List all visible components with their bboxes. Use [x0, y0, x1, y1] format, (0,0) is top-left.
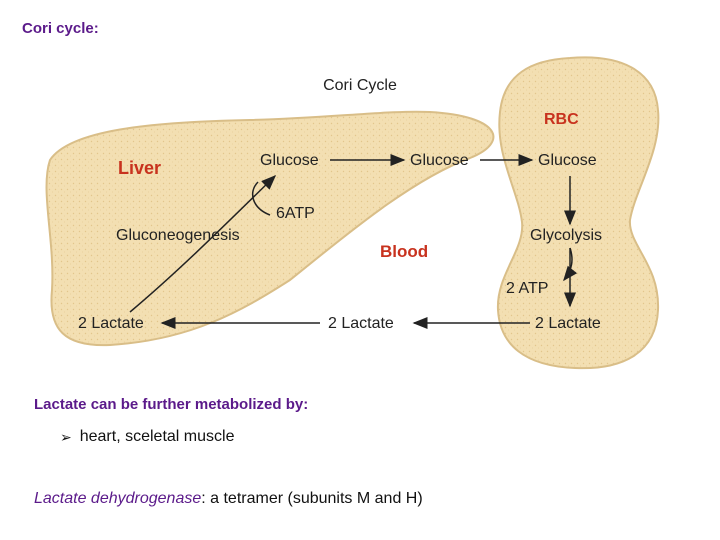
blood-lactate-label: 2 Lactate: [328, 315, 394, 332]
liver-shape: [45, 110, 495, 347]
metabolized-heading: Lactate can be further metabolized by:: [34, 396, 309, 413]
glycolysis-label: Glycolysis: [530, 227, 602, 244]
enzyme-line: Lactate dehydrogenase: a tetramer (subun…: [34, 490, 423, 508]
atp6-label: 6ATP: [276, 205, 315, 222]
rbc-lactate-label: 2 Lactate: [535, 315, 601, 332]
atp2-curve: [563, 247, 578, 282]
diagram-title: Cori Cycle: [323, 77, 397, 94]
liver-glucose-label: Glucose: [260, 152, 319, 169]
arrow-lactate-to-glucose: [129, 174, 277, 313]
cori-cycle-figure: Cori Cycle Liver RBC Blood Glucose Gluco…: [30, 50, 670, 390]
enzyme-description: : a tetramer (subunits M and H): [201, 490, 423, 507]
liver-label: Liver: [118, 158, 161, 178]
rbc-label: RBC: [544, 111, 579, 128]
liver-lactate-label: 2 Lactate: [78, 315, 144, 332]
arrowhead-bullet-icon: ➢: [60, 428, 72, 445]
blood-label: Blood: [380, 242, 428, 261]
atp2-label: 2 ATP: [506, 280, 548, 297]
slide-title: Cori cycle:: [22, 20, 99, 37]
rbc-shape: [496, 56, 660, 370]
blood-glucose-label: Glucose: [410, 152, 469, 169]
rbc-glucose-label: Glucose: [538, 152, 597, 169]
cori-cycle-diagram: Cori Cycle Liver RBC Blood Glucose Gluco…: [45, 56, 660, 370]
bullet-text: heart, sceletal muscle: [79, 428, 235, 445]
enzyme-name: Lactate dehydrogenase: [34, 490, 202, 507]
atp6-curve: [251, 181, 271, 216]
bullet-item: ➢ heart, sceletal muscle: [60, 428, 234, 446]
